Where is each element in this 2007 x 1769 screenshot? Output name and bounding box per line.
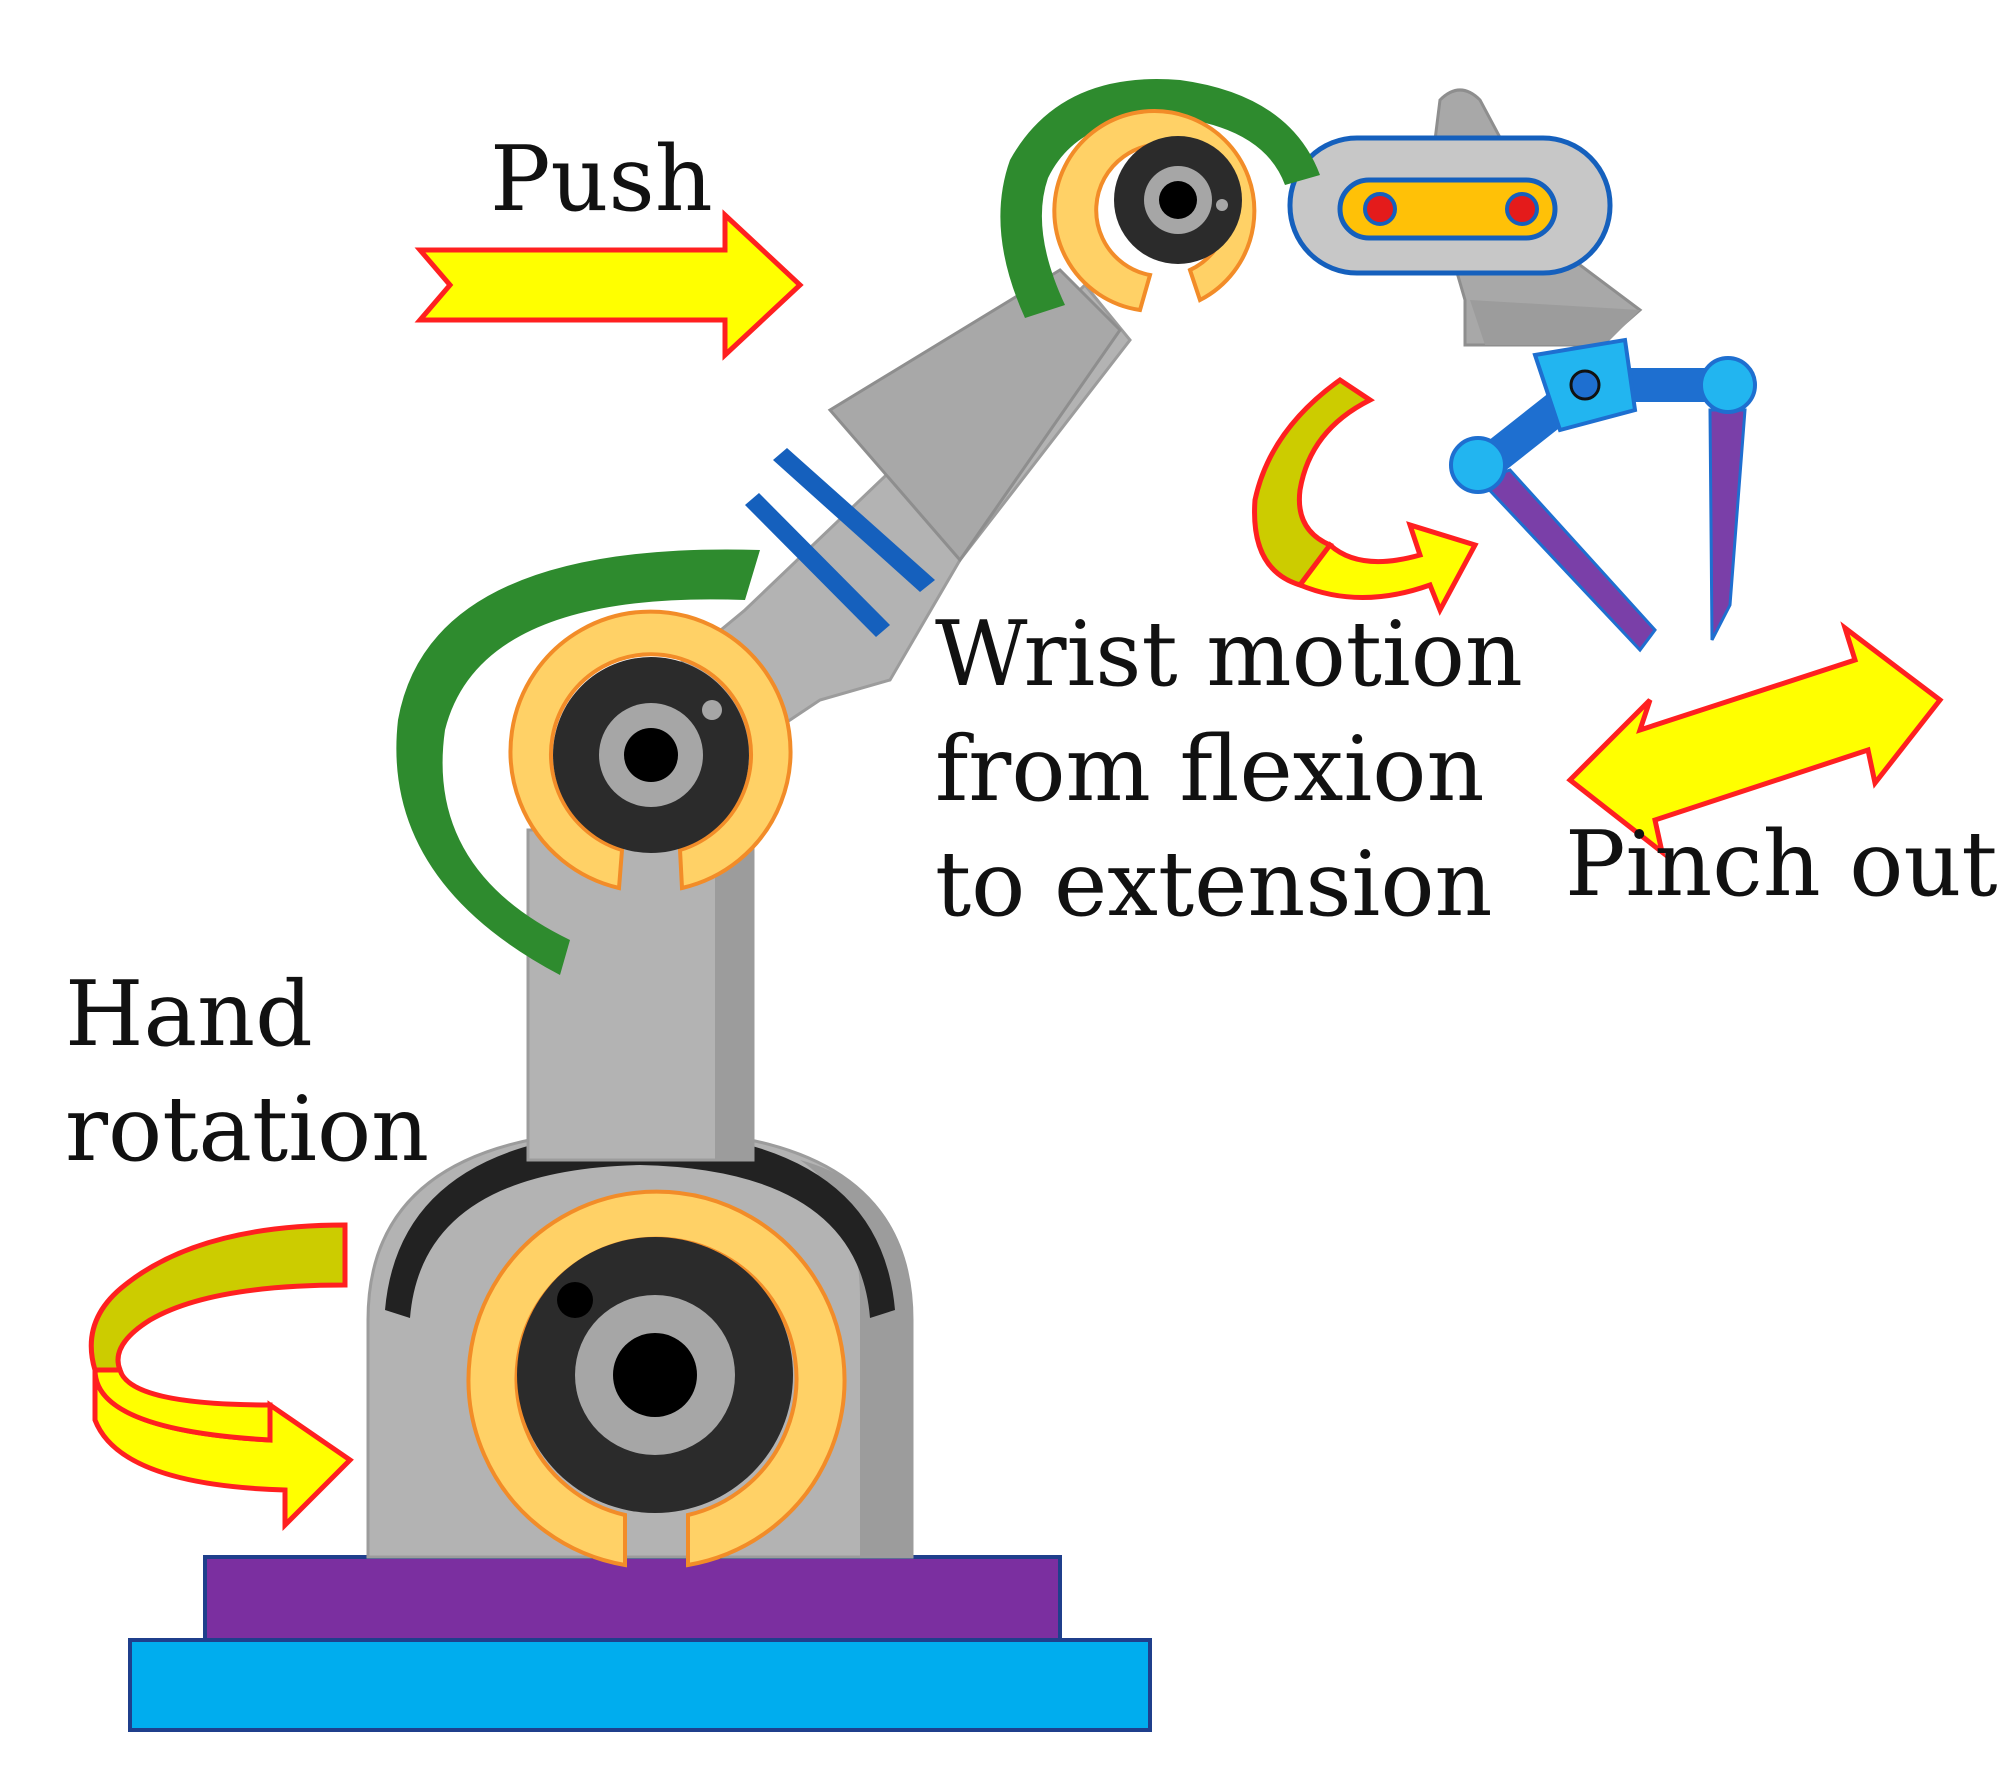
lower-arm-shade: [715, 830, 753, 1160]
wrist-pin-right: [1505, 192, 1539, 226]
upper-arm-forearm-cone: [827, 268, 1122, 563]
push-label: Push: [490, 127, 713, 232]
wrist-motion-label-line1: Wrist motion: [935, 602, 1523, 707]
arm-stripe-2: [745, 493, 890, 637]
push-arrow: [414, 209, 804, 361]
gripper-joint-left: [1449, 436, 1507, 494]
shoulder-black-arc: [385, 1130, 895, 1318]
hand-rotation-label-line2: rotation: [65, 1077, 429, 1182]
gripper-joint-right: [1699, 356, 1757, 414]
wrist-motion-label-line3: to extension: [935, 832, 1493, 937]
wrist-motion-label-line2: from flexion: [935, 717, 1484, 822]
top-joint: [1052, 109, 1257, 313]
base-top-plate: [203, 1555, 1062, 1642]
arm-stripe-1: [773, 448, 935, 592]
gripper-mount: [1470, 300, 1640, 345]
shoulder-joint: [466, 1189, 847, 1568]
base-bottom-plate: [128, 1638, 1152, 1732]
gripper-center-pin: [1569, 369, 1601, 401]
hand-rotation-arrow: [88, 1222, 354, 1532]
gripper-finger-right: [1708, 408, 1747, 641]
hand-rotation-label-line1: Hand: [65, 962, 313, 1067]
wrist-plate: [1337, 177, 1558, 241]
elbow-green-arc: [396, 549, 760, 975]
wrist-motion-arrow: [1252, 376, 1479, 616]
pinch-out-arrow: [1566, 621, 1944, 859]
pinch-out-label: Pinch out: [1565, 812, 1998, 917]
wrist-pin-left: [1363, 192, 1397, 226]
elbow-joint: [508, 609, 793, 891]
top-joint-green-arc: [1000, 79, 1320, 318]
